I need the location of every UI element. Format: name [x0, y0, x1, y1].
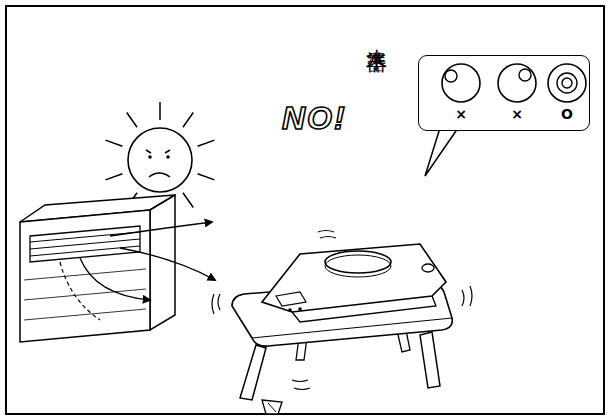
- airflow-arrow: [110, 222, 212, 236]
- ac-lines: [24, 269, 146, 320]
- sun-ray: [105, 174, 122, 180]
- ac-vent: [30, 226, 140, 262]
- table-edge: [252, 318, 452, 338]
- vibration-mark: [212, 294, 220, 314]
- sun-ray: [198, 140, 215, 146]
- level-vial: O: [545, 62, 589, 128]
- level-vial: ×: [439, 62, 483, 128]
- level-indicator: [422, 264, 434, 272]
- sun-ray: [183, 112, 193, 127]
- balance-base: [292, 296, 436, 322]
- vial-circle: [548, 64, 586, 102]
- bubble: [519, 69, 531, 81]
- weighing-pan-rim: [325, 255, 391, 277]
- table-leg: [240, 345, 266, 400]
- vibration-mark: [292, 380, 310, 390]
- sun-brows: [146, 150, 170, 153]
- bubble: [557, 73, 577, 93]
- warning-text: NO!: [282, 100, 347, 137]
- sun-frown: [149, 173, 170, 177]
- vibration-mark: [318, 231, 336, 239]
- callout-box: 水準器××O: [418, 55, 590, 131]
- level-vial: ×: [495, 62, 539, 128]
- ac-front: [20, 210, 150, 342]
- bubble: [445, 70, 457, 82]
- shim-line: [268, 403, 276, 412]
- sun-ray: [105, 140, 122, 146]
- table-leg: [420, 332, 440, 388]
- button: [288, 308, 292, 312]
- sun-ray: [198, 174, 215, 180]
- sun-eye: [166, 155, 170, 159]
- check-mark: ×: [495, 106, 539, 122]
- airflow-line: [60, 262, 100, 320]
- callout-heading: 水準器: [365, 32, 389, 38]
- ac-slats: [30, 232, 140, 256]
- vial-circle: [442, 64, 480, 102]
- shim-wedge: [262, 400, 282, 414]
- weighing-pan: [325, 251, 391, 273]
- airflow-arrow: [120, 248, 215, 280]
- check-mark: O: [545, 106, 589, 122]
- display-panel: [276, 292, 306, 306]
- vial-circle: [498, 64, 536, 102]
- check-mark: ×: [439, 106, 483, 122]
- frame-border: [6, 6, 604, 414]
- sun-ray: [127, 112, 137, 127]
- button: [298, 307, 302, 311]
- callout-tail: [425, 128, 458, 176]
- bubble: [562, 78, 572, 88]
- balance-body: [262, 244, 446, 312]
- airflow-arrow: [80, 258, 150, 300]
- balance: [262, 244, 446, 322]
- vibration-mark: [462, 286, 472, 306]
- ac-side: [150, 195, 175, 330]
- sun-ray: [183, 193, 193, 208]
- sun-ray: [159, 102, 161, 120]
- sun-eye: [148, 155, 152, 159]
- vibration-marks: [212, 231, 472, 390]
- air-conditioner: [20, 195, 215, 342]
- sun-disc: [128, 128, 192, 192]
